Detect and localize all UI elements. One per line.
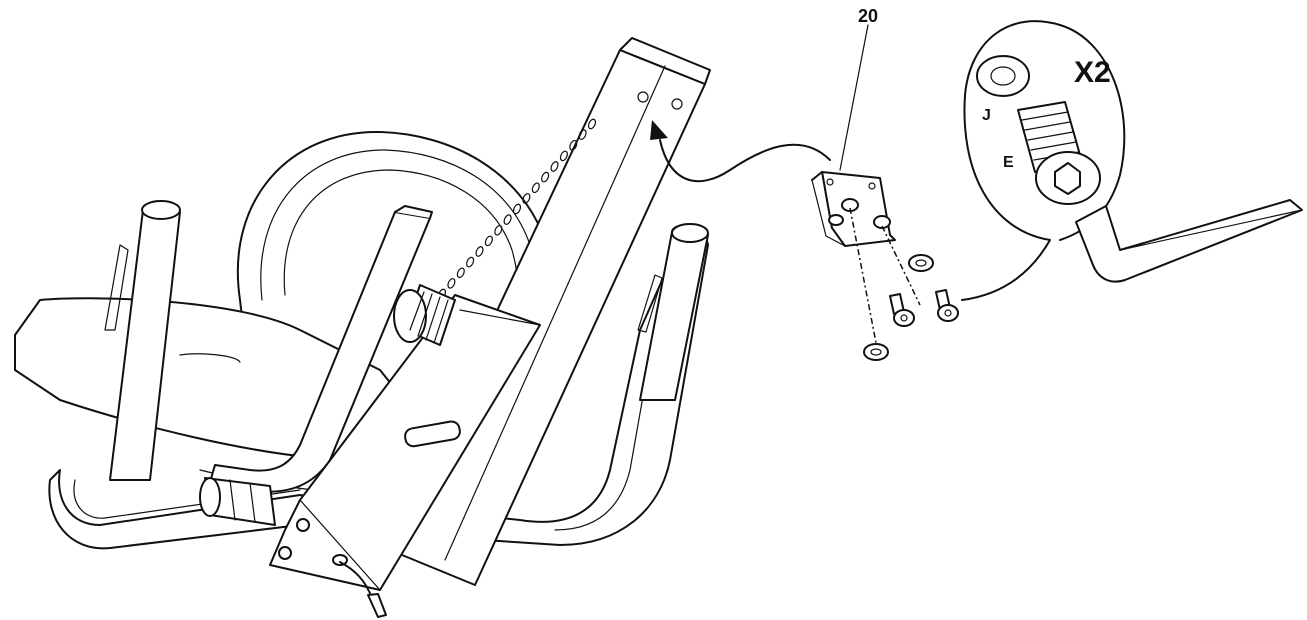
rail-hole [466, 256, 475, 268]
rail-sleeve [269, 294, 541, 618]
seat-connector [199, 477, 276, 526]
rail-hole [531, 182, 540, 194]
rail-hole [587, 118, 597, 130]
hex-key-icon [1075, 199, 1303, 283]
bolt-label: E [1003, 154, 1014, 171]
rail-hole [559, 150, 568, 162]
rail-hole [569, 139, 578, 151]
washers-bolts [863, 254, 959, 361]
rail-hole [578, 129, 587, 140]
rail-hole [475, 246, 484, 257]
rail-hole [550, 161, 559, 172]
rail-hole [522, 193, 531, 204]
rail-hole [494, 224, 503, 236]
part-number-label: 20 [858, 6, 878, 26]
right-handle [637, 223, 709, 401]
quantity-label: X2 [1074, 56, 1111, 89]
rail-hole [541, 171, 550, 183]
bolt-e-icon [1017, 101, 1101, 205]
adjustment-knob [393, 284, 456, 346]
adjustment-holes [437, 118, 597, 300]
rail-hole [512, 203, 522, 215]
rail-hole [447, 278, 456, 289]
install-arrow [650, 120, 831, 183]
rail-hole [503, 214, 512, 225]
seat-rail-tube [384, 37, 711, 586]
washer-label: J [982, 107, 991, 124]
rail-hole [484, 235, 493, 247]
left-handle [104, 200, 181, 481]
plate-part-20 [811, 24, 921, 354]
rail-hole [456, 267, 465, 279]
detail-callout [961, 20, 1303, 301]
